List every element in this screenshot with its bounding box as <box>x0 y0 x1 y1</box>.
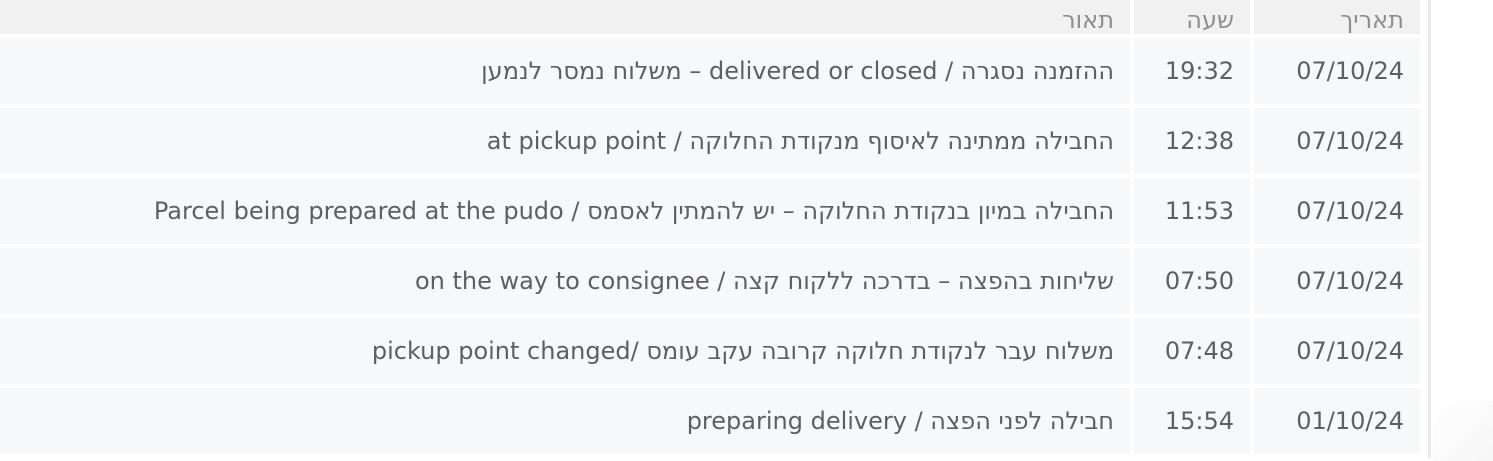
cell-description: החבילה במיון בנקודת החלוקה – יש להמתין ל… <box>0 178 1130 244</box>
table-row: 07/10/24 19:32 ההזמנה נסגרה / delivered … <box>0 38 1420 104</box>
table-row: 07/10/24 07:50 שליחות בהפצה – בדרכה ללקו… <box>0 248 1420 314</box>
cell-date: 07/10/24 <box>1254 248 1420 314</box>
cell-time: 07:48 <box>1134 318 1250 384</box>
cell-time: 19:32 <box>1134 38 1250 104</box>
table-row: 07/10/24 07:48 משלוח עבר לנקודת חלוקה קר… <box>0 318 1420 384</box>
table-row: 07/10/24 11:53 החבילה במיון בנקודת החלוק… <box>0 178 1420 244</box>
cell-description: ההזמנה נסגרה / delivered or closed – משל… <box>0 38 1130 104</box>
tracking-history-table: תאריך שעה תאור 07/10/24 19:32 ההזמנה נסג… <box>0 0 1431 458</box>
cell-description: החבילה ממתינה לאיסוף מנקודת החלוקה / at … <box>0 108 1130 174</box>
cell-time: 07:50 <box>1134 248 1250 314</box>
cell-date: 01/10/24 <box>1254 388 1420 454</box>
header-description: תאור <box>0 0 1130 34</box>
cell-date: 07/10/24 <box>1254 318 1420 384</box>
cell-description: משלוח עבר לנקודת חלוקה קרובה עקב עומס /p… <box>0 318 1130 384</box>
table-row: 01/10/24 15:54 חבילה לפני הפצה / prepari… <box>0 388 1420 454</box>
header-date: תאריך <box>1254 0 1420 34</box>
cell-description: שליחות בהפצה – בדרכה ללקוח קצה / on the … <box>0 248 1130 314</box>
cell-time: 15:54 <box>1134 388 1250 454</box>
cell-time: 11:53 <box>1134 178 1250 244</box>
cell-time: 12:38 <box>1134 108 1250 174</box>
corner-shadow <box>1433 401 1493 461</box>
cell-date: 07/10/24 <box>1254 178 1420 244</box>
header-time: שעה <box>1134 0 1250 34</box>
cell-date: 07/10/24 <box>1254 38 1420 104</box>
tracking-table: תאריך שעה תאור 07/10/24 19:32 ההזמנה נסג… <box>0 0 1420 454</box>
table-header-row: תאריך שעה תאור <box>0 0 1420 34</box>
cell-date: 07/10/24 <box>1254 108 1420 174</box>
table-row: 07/10/24 12:38 החבילה ממתינה לאיסוף מנקו… <box>0 108 1420 174</box>
cell-description: חבילה לפני הפצה / preparing delivery <box>0 388 1130 454</box>
